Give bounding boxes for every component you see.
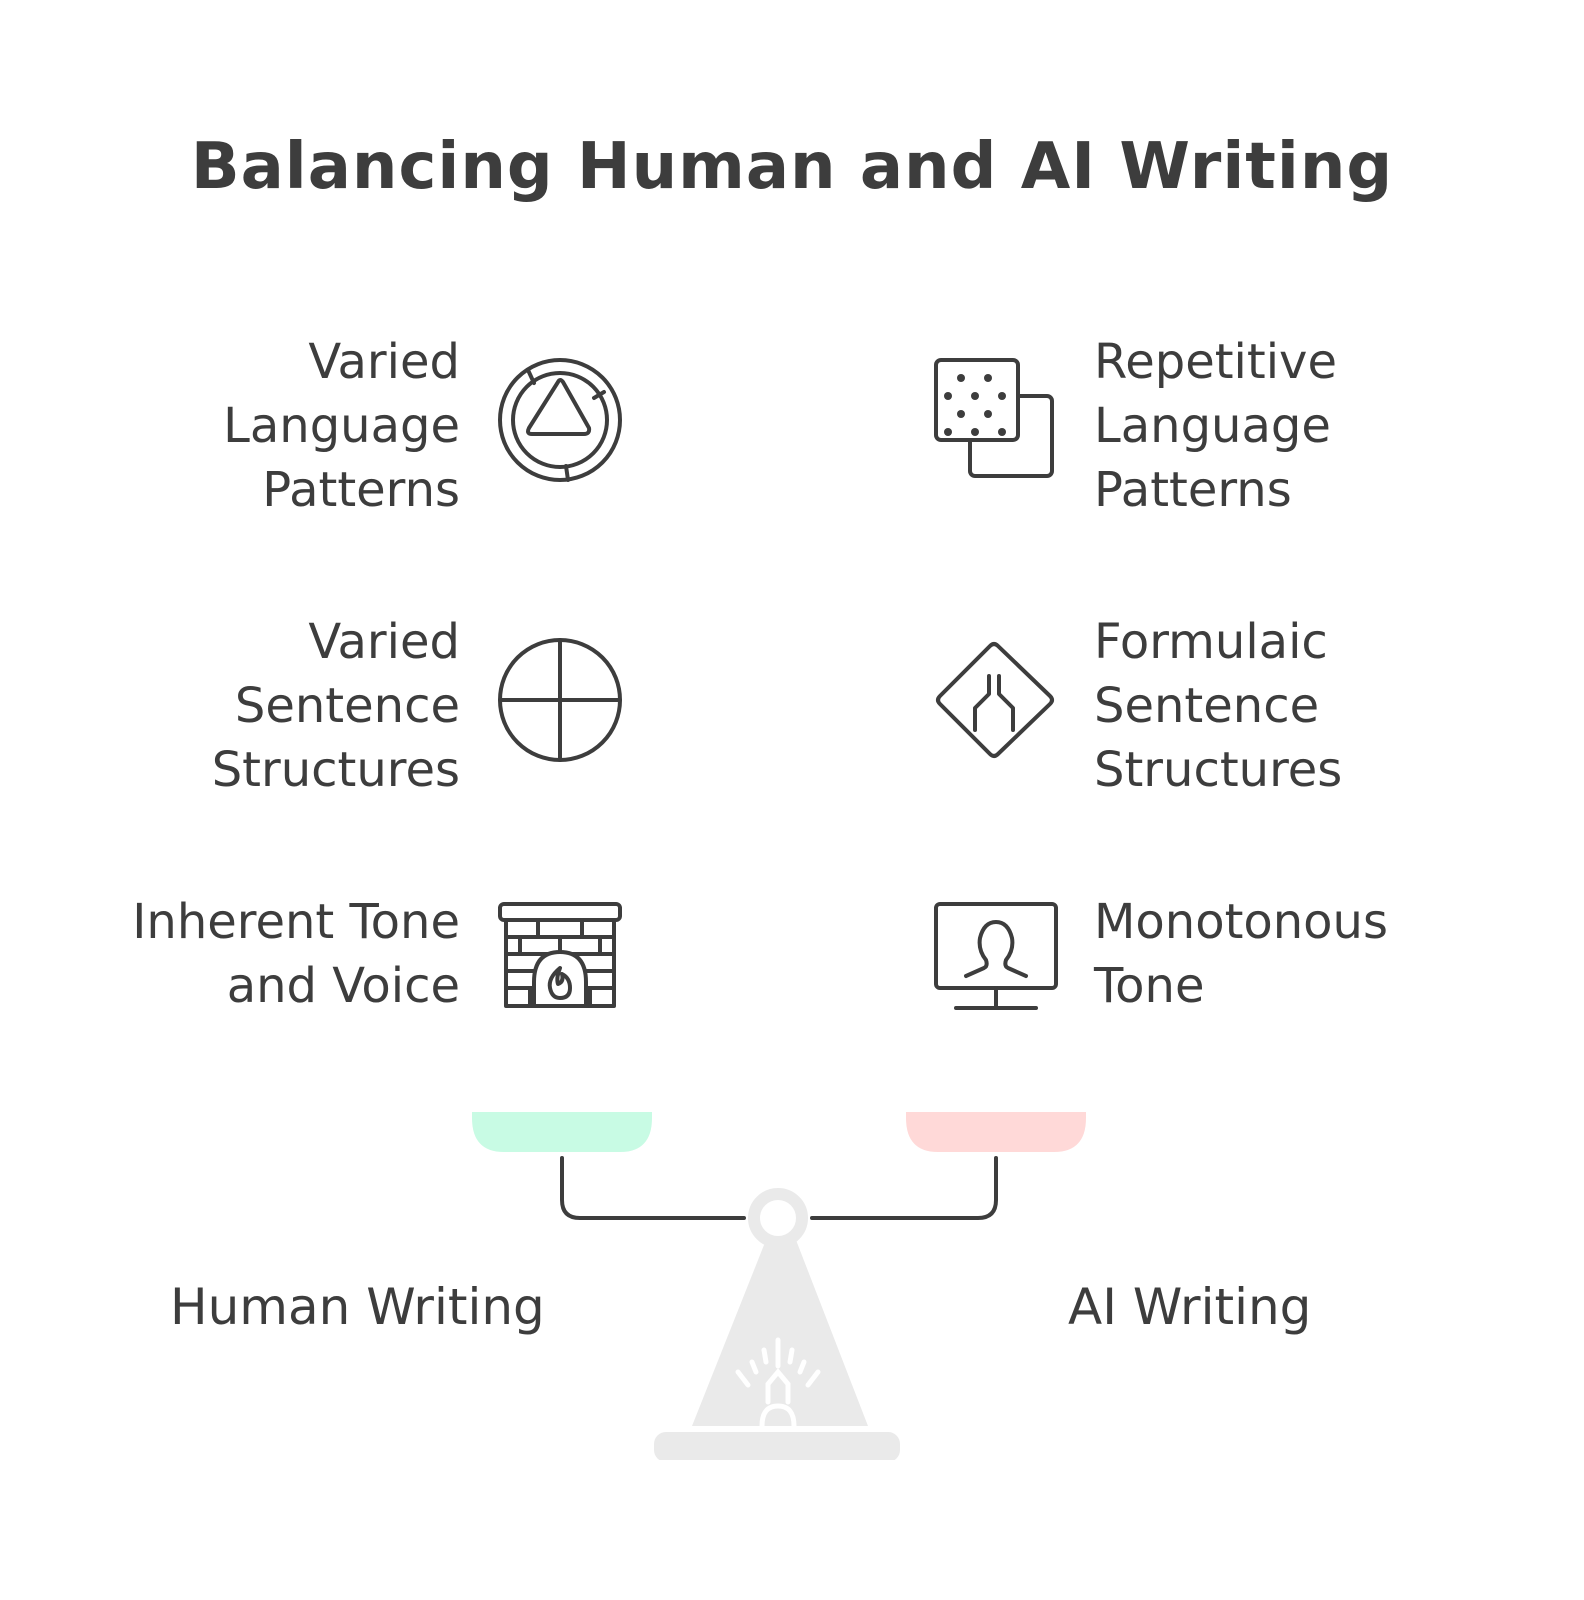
ai-item-monotonous-tone: Monotonous Tone <box>1094 894 1388 1014</box>
circle-triangle-icon <box>498 358 622 482</box>
ai-item-formulaic-sentence: Formulaic Sentence Structures <box>1094 614 1343 798</box>
dotted-squares-icon <box>934 358 1054 478</box>
human-item-varied-sentence: Varied Sentence Structures <box>211 614 460 798</box>
scale-stand <box>692 1240 868 1426</box>
balance-scale <box>472 1112 1086 1460</box>
human-item-inherent-tone: Inherent Tone and Voice <box>132 894 460 1014</box>
human-item-varied-language: Varied Language Patterns <box>223 334 460 518</box>
human-writing-label: Human Writing <box>170 1278 545 1336</box>
monitor-user-icon <box>934 902 1058 1010</box>
human-pan <box>472 1112 652 1152</box>
quartered-circle-icon <box>498 638 622 762</box>
road-narrows-sign-icon <box>936 642 1054 758</box>
ai-writing-label: AI Writing <box>1068 1278 1312 1336</box>
lightbulb-icon <box>735 1337 821 1429</box>
ai-pan <box>906 1112 1086 1152</box>
scale-base <box>654 1432 900 1460</box>
fireplace-icon <box>498 902 622 1008</box>
ai-item-repetitive-language: Repetitive Language Patterns <box>1094 334 1337 518</box>
diagram-title: Balancing Human and AI Writing <box>190 130 1394 204</box>
